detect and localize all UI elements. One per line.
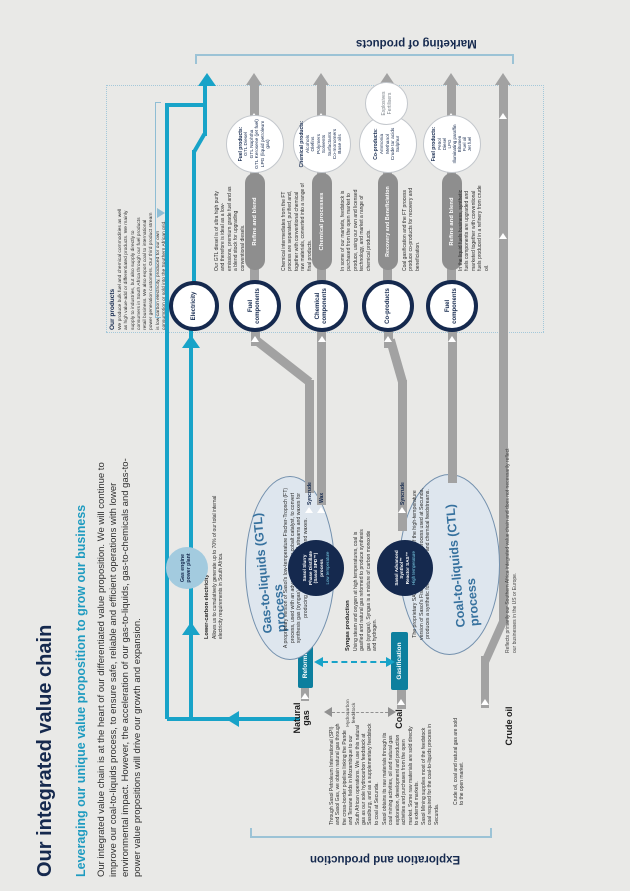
gas-to-power-line: [189, 587, 193, 719]
electricity-circle: Electricity: [169, 281, 219, 331]
fuel-products-gtl-circle: Fuel products: GTL Diesel GTL Naphtha GT…: [226, 115, 284, 173]
crude-to-market-arrow-icon: [495, 73, 511, 85]
intro-paragraph: Our integrated value chain is at the hea…: [96, 458, 143, 877]
syngas-heading: Syngas production: [345, 600, 351, 651]
natural-gas-label: Natural gas: [292, 702, 312, 734]
page-title: Our integrated value chain: [34, 624, 56, 877]
page-subtitle: Leveraging our unique value proposition …: [74, 504, 88, 877]
entry-arrow-2-icon: [318, 336, 326, 342]
gas-flow-arrow-icon: [226, 711, 239, 727]
power-to-electricity-line: [189, 328, 193, 548]
our-products-pointer-icon: [157, 208, 165, 218]
exploration-paragraph-2: Sasol obtains its raw materials through …: [382, 726, 420, 825]
hydrocarbon-feedstock-label: Hydrocarbon feedstock: [346, 699, 357, 727]
recovery-beneficiation: Recovery and Beneficiation: [378, 173, 398, 270]
hydrocarbon-arrow-down-icon: [388, 707, 396, 717]
crude-arrow-2-icon: [499, 233, 507, 239]
wax-pipe: [317, 330, 326, 505]
sasol-sas-badge: Sasol Advanced Synthol™ Reactor SAS™ Hig…: [377, 540, 433, 596]
fuel-components-circle-2: Fuel components: [426, 280, 478, 332]
chemical-components-circle: Chemical components: [296, 280, 348, 332]
marketing-products-label: Marketing of products: [355, 37, 477, 49]
hydrocarbon-feedstock-connector: [332, 712, 388, 713]
power-to-electricity-arrow-icon: [182, 335, 200, 348]
crude-arrow-3-icon: [499, 113, 507, 119]
electricity-return-line: [165, 103, 169, 719]
syncrude-gtl-diag: [251, 335, 313, 386]
marketing-bracket: [195, 54, 514, 64]
refine-blend-1: Refine and blend: [245, 173, 265, 270]
exploration-paragraph-1: Through Sasol Petroleum International (S…: [329, 723, 380, 825]
reforming-gasification-connector: [322, 661, 386, 663]
open-market-note: Crude oil, coal and natural gas are sold…: [453, 718, 466, 805]
gas-engine-power-plant: Gas engine power plant: [166, 547, 208, 589]
gas-to-power-arrow-icon: [182, 622, 200, 635]
electricity-out-line: [192, 150, 196, 282]
syncrude-ctl-arrow-icon: [398, 507, 406, 513]
footnote: Reflects primarily our Southern Africa i…: [505, 448, 518, 653]
electricity-out-line-2: [203, 84, 207, 136]
wax-label: Wax: [319, 492, 325, 503]
wax-arrow-icon: [317, 507, 325, 513]
note-liquid-fuels: In the liquid fuels business, synthetic …: [458, 185, 490, 271]
crude-arrow-1-icon: [481, 699, 489, 705]
co-products-circle: Co-products: [362, 280, 414, 332]
lower-carbon-body: Allows us to cumulatively generate up to…: [212, 495, 225, 639]
fuel-components-circle-1: Fuel components: [229, 280, 281, 332]
market-tip-1-icon: [246, 73, 262, 85]
syngas-body: Using steam and oxygen at high temperatu…: [353, 529, 379, 651]
naturalgas-stub-arrow-icon: [301, 693, 309, 699]
note-open-market-feedstock: In some of our markets, feedstock is pur…: [340, 189, 372, 271]
syncrude-ctl-label: Syncrude: [400, 482, 406, 505]
syncrude-pipe-gtl: [305, 380, 314, 493]
exploration-paragraph-3: Sasol Mining supplies most of the feedst…: [421, 724, 440, 825]
electricity-to-market-arrow-icon: [198, 73, 216, 86]
exploration-production-label: Exploration and production: [309, 853, 461, 865]
crude-oil-label: Crude oil: [504, 706, 514, 746]
exploration-bracket: [250, 828, 492, 838]
chemical-products-circle: Chemical products: Alcohols Olefins Poly…: [293, 115, 351, 173]
fuel-products-conventional-circle: Fuel products: Petrol Diesel LPG Illumin…: [423, 115, 481, 173]
ctl-fuel-pipe: [448, 330, 457, 483]
syncrude-gtl-arrow-icon: [305, 507, 313, 513]
entry-arrow-3-icon: [384, 336, 392, 342]
hydrocarbon-arrow-up-icon: [324, 707, 332, 717]
syncrude-gtl-label: Syncrude: [307, 482, 313, 505]
note-gtl-diesel: Our GTL diesel is of ultra high purity a…: [214, 186, 246, 272]
sasol-spd-badge: Sasol Slurry Phase Distillate (Sasol SPD…: [288, 540, 344, 596]
market-tip-2-icon: [313, 73, 329, 85]
entry-arrow-4-icon: [448, 336, 456, 342]
chemical-processes: Chemical processes: [312, 173, 332, 270]
market-tip-4-icon: [443, 73, 459, 85]
connector-arrow-up-icon: [314, 657, 323, 667]
explosives-fertilisers-circle: Explosives Fertilisers: [365, 82, 408, 125]
entry-arrow-1-icon: [251, 336, 259, 342]
electricity-return-elbow: [165, 103, 207, 107]
lower-carbon-heading: Lower-carbon electricity: [204, 574, 210, 639]
coal-stub-arrow-icon: [397, 699, 405, 705]
note-coal-gasification: Coal gasification and the FT process pro…: [402, 187, 421, 271]
our-products-heading: Our products: [109, 288, 116, 330]
connector-arrow-down-icon: [386, 657, 395, 667]
note-chemical-intermediates: Chemical intermediates from the FT proce…: [281, 183, 313, 271]
